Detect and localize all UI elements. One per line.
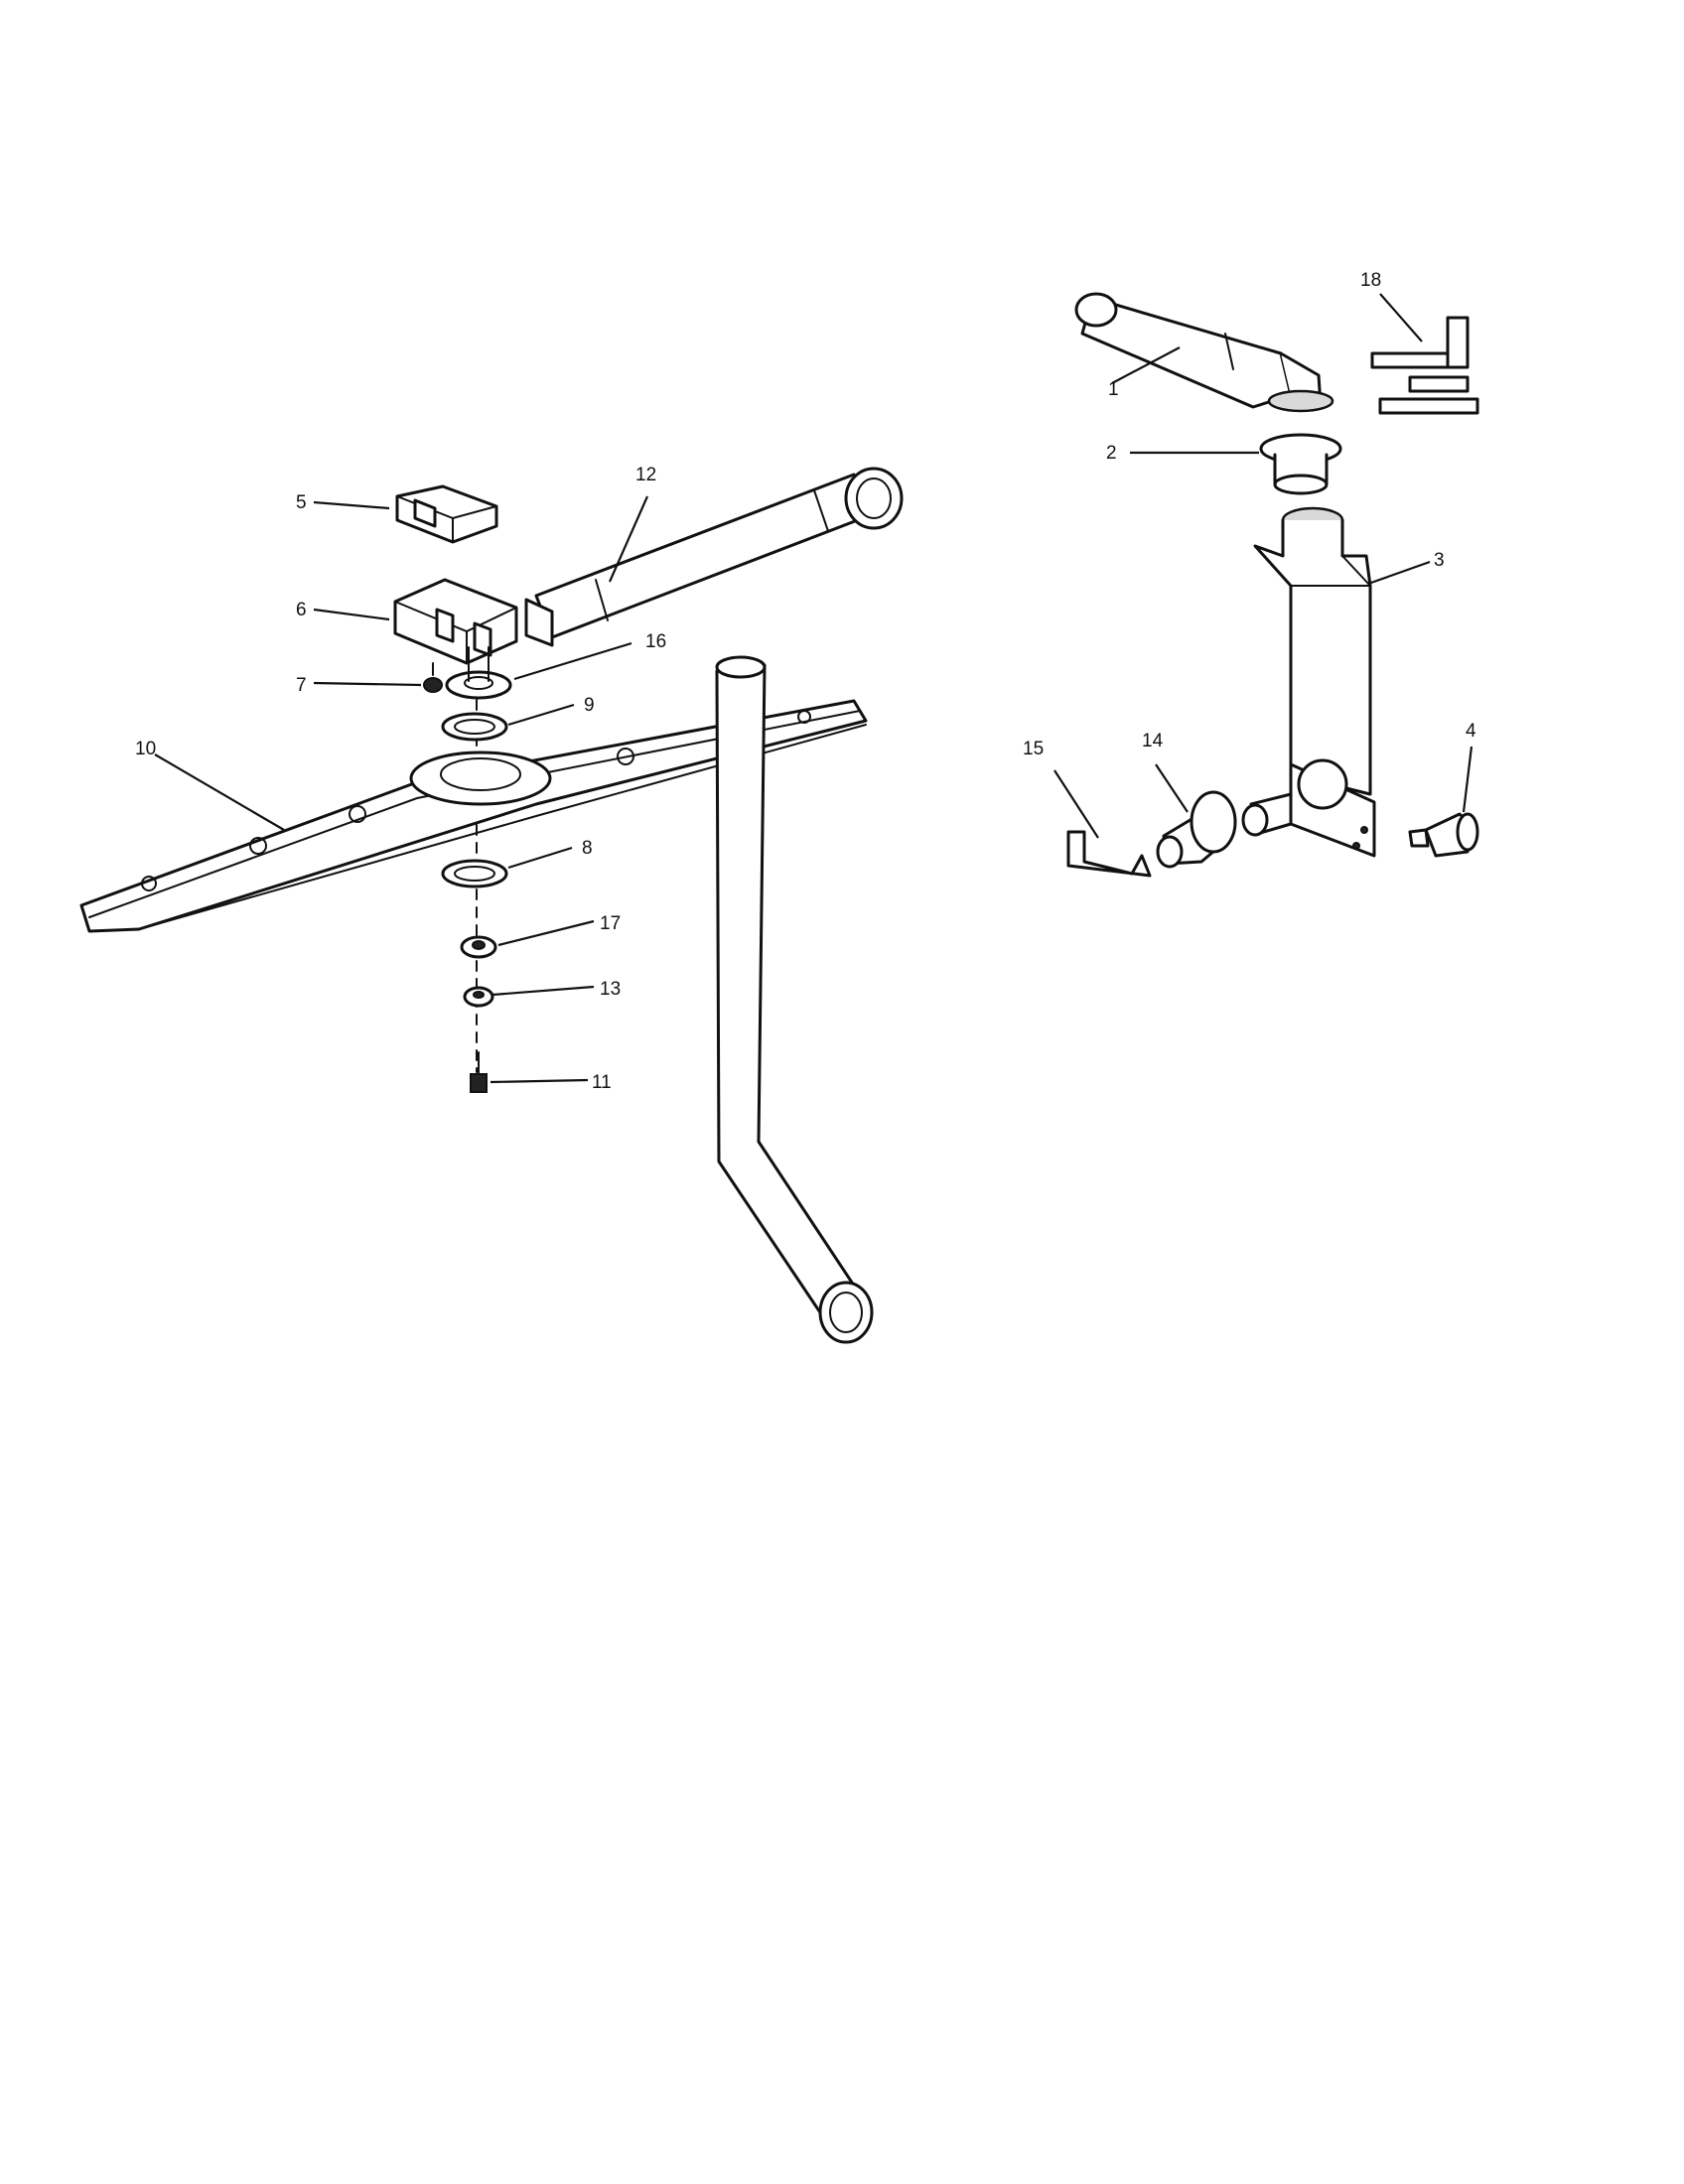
- callout-3: 3: [1434, 550, 1445, 571]
- part-13-washer: [463, 986, 494, 1008]
- callout-14: 14: [1142, 731, 1164, 751]
- part-3-manifold: [1241, 506, 1376, 858]
- callout-11: 11: [592, 1072, 612, 1093]
- part-17-nut: [460, 935, 497, 959]
- callout-16: 16: [645, 631, 666, 652]
- part-8-washer: [441, 859, 508, 888]
- callout-5: 5: [296, 492, 307, 513]
- callout-12: 12: [635, 465, 656, 485]
- callout-10: 10: [135, 739, 156, 759]
- callout-6: 6: [296, 600, 307, 620]
- callout-9: 9: [584, 695, 595, 716]
- part-2-grommet: [1259, 433, 1342, 495]
- callout-15: 15: [1023, 739, 1044, 759]
- part-10-spray-arm: [79, 699, 868, 933]
- part-12-tube: [534, 467, 904, 639]
- part-9-washer: [441, 712, 508, 742]
- callout-8: 8: [582, 838, 593, 859]
- part-16-seal: [445, 670, 512, 700]
- callout-2: 2: [1106, 443, 1117, 464]
- leader-lines: [154, 293, 1474, 1084]
- part-14-funnel: [1156, 790, 1237, 869]
- part-4-plug: [1408, 812, 1479, 858]
- part-11-screw: [470, 1051, 488, 1093]
- long-feed-tube: [715, 655, 874, 1344]
- callout-4: 4: [1466, 721, 1476, 742]
- part-6-bracket: [393, 578, 554, 665]
- callout-17: 17: [600, 913, 621, 934]
- callout-7: 7: [296, 675, 307, 696]
- part-18-clips: [1370, 316, 1479, 415]
- part-5-clip: [395, 484, 498, 544]
- part-15-bracket: [1066, 830, 1152, 878]
- callout-1: 1: [1108, 379, 1119, 400]
- callout-13: 13: [600, 979, 621, 1000]
- part-1-elbow-tube: [1074, 292, 1334, 413]
- part-7-screw: [423, 662, 443, 693]
- callout-18: 18: [1360, 270, 1381, 291]
